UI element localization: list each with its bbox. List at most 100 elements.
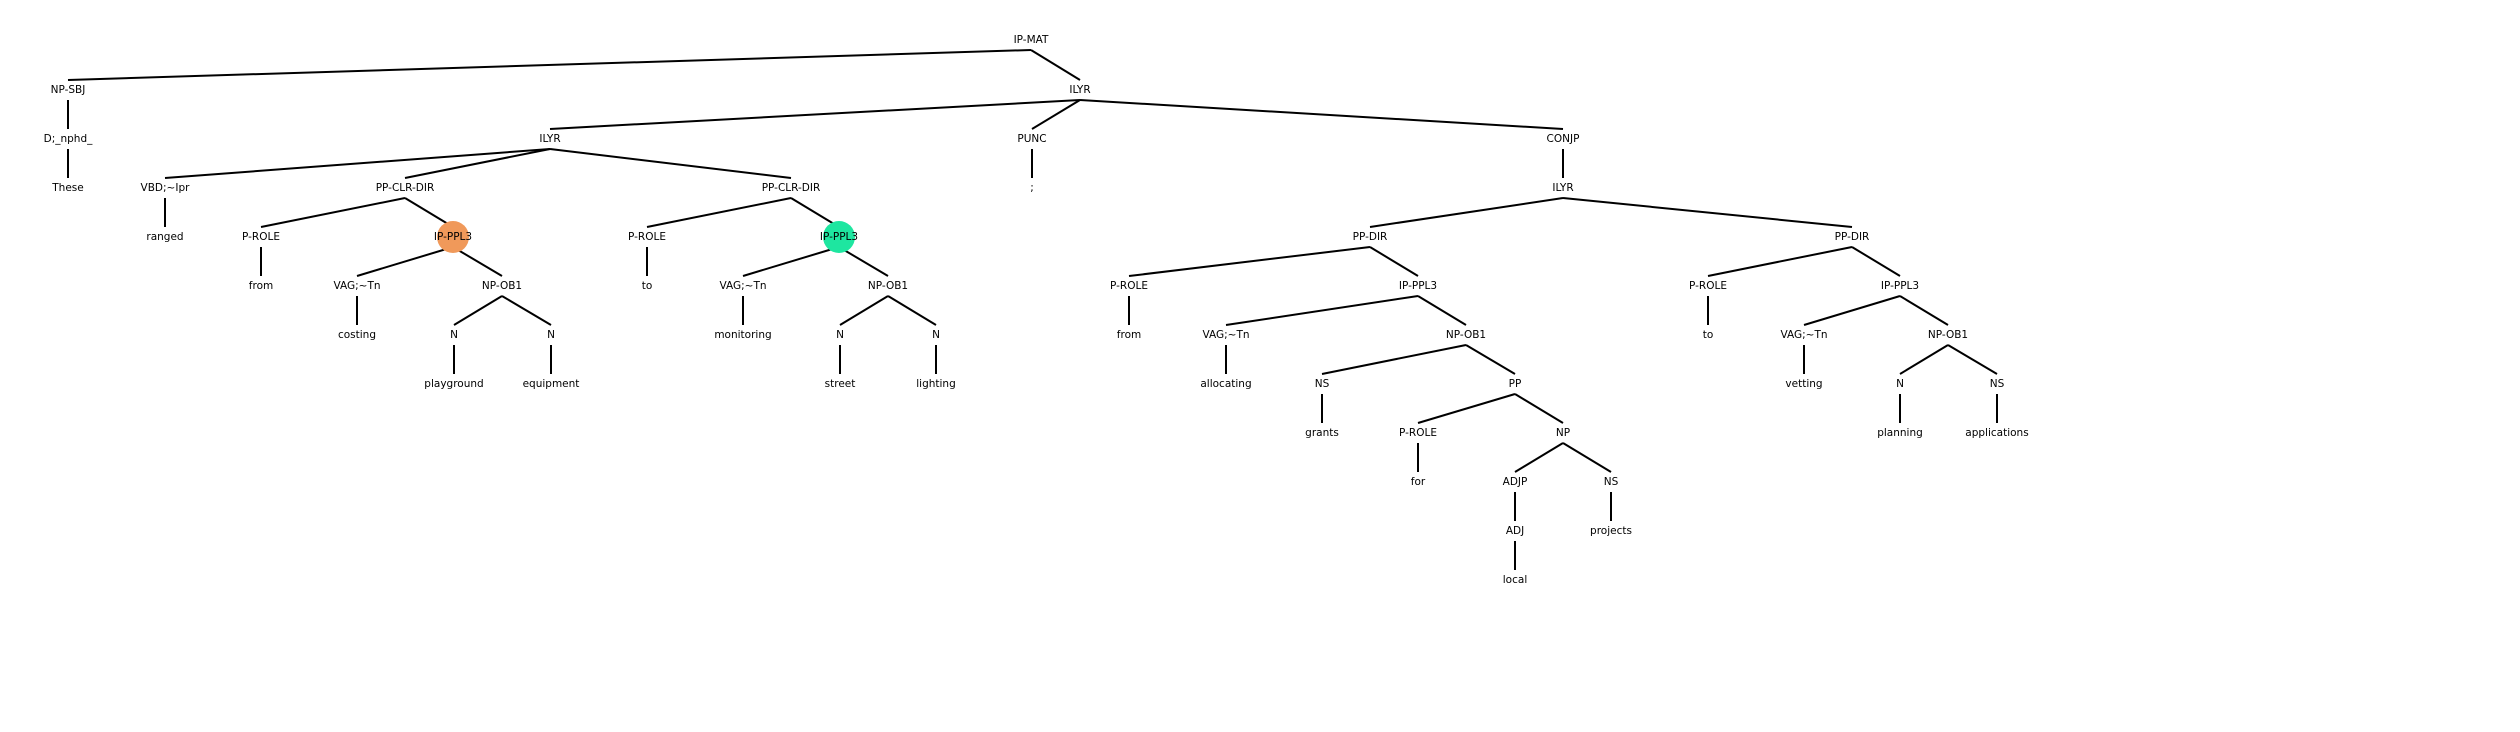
tree-edge [404, 197, 454, 228]
tree-node-ilyr: ILYR [1069, 84, 1090, 96]
tree-node-p-role: P-ROLE [242, 231, 280, 243]
tree-node-n: N [932, 329, 940, 341]
tree-node-punc: PUNC [1017, 133, 1046, 145]
tree-edge [790, 197, 840, 228]
tree-edge [646, 197, 792, 228]
tree-node-ns: NS [1604, 476, 1619, 488]
tree-node-adj: ADJ [1506, 525, 1524, 537]
tree-node-np-sbj: NP-SBJ [51, 84, 86, 96]
tree-node-from: from [249, 280, 273, 292]
tree-edge [839, 295, 889, 326]
tree-edge [404, 148, 551, 179]
tree-node-n: N [450, 329, 458, 341]
tree-node-ip-ppl3: IP-PPL3 [434, 231, 472, 243]
tree-node-planning: planning [1877, 427, 1923, 439]
tree-node-costing: costing [338, 329, 376, 341]
tree-node-ilyr: ILYR [539, 133, 560, 145]
tree-node-monitoring: monitoring [714, 329, 771, 341]
tree-node-n: N [836, 329, 844, 341]
tree-node-ns: NS [1315, 378, 1330, 390]
tree-node-ns: NS [1990, 378, 2005, 390]
tree-edge [1079, 99, 1564, 130]
tree-node-lighting: lighting [916, 378, 956, 390]
tree-node-applications: applications [1965, 427, 2028, 439]
tree-node-np-ob1: NP-OB1 [482, 280, 522, 292]
tree-edge [1031, 99, 1081, 130]
tree-node-vag-tn: VAG;~Tn [333, 280, 380, 292]
tree-node-vag-tn: VAG;~Tn [719, 280, 766, 292]
node-highlight-green [823, 221, 855, 253]
tree-node-vag-tn: VAG;~Tn [1202, 329, 1249, 341]
tree-node-conjp: CONJP [1547, 133, 1580, 145]
tree-edge [1803, 295, 1901, 326]
tree-edge [1899, 295, 1949, 326]
tree-edge [1514, 442, 1564, 473]
tree-edge [1369, 246, 1419, 277]
tree-edge [1707, 246, 1853, 277]
tree-edge [1562, 197, 1853, 228]
tree-node-n: N [547, 329, 555, 341]
tree-edge [549, 99, 1081, 130]
tree-edge [1465, 344, 1516, 375]
node-highlights [437, 221, 855, 253]
tree-edge [452, 246, 503, 277]
tree-node-punct: ; [1030, 182, 1034, 194]
node-highlight-orange [437, 221, 469, 253]
tree-edge [1851, 246, 1901, 277]
tree-edge [1947, 344, 1998, 375]
tree-node-n: N [1896, 378, 1904, 390]
tree-node-ip-ppl3: IP-PPL3 [1881, 280, 1919, 292]
tree-node-np-ob1: NP-OB1 [1446, 329, 1486, 341]
tree-node-pp-dir: PP-DIR [1353, 231, 1388, 243]
tree-edge [164, 148, 551, 179]
tree-edge [1417, 295, 1467, 326]
tree-node-from: from [1117, 329, 1141, 341]
tree-node-pp-clr-dir: PP-CLR-DIR [762, 182, 821, 194]
tree-edge [67, 49, 1032, 81]
tree-node-p-role: P-ROLE [1110, 280, 1148, 292]
tree-node-these: These [51, 182, 83, 194]
tree-node-np: NP [1556, 427, 1570, 439]
tree-node-playground: playground [424, 378, 483, 390]
tree-node-p-role: P-ROLE [1399, 427, 1437, 439]
tree-edge [1321, 344, 1467, 375]
tree-edge [1562, 442, 1612, 473]
tree-node-street: street [825, 378, 856, 390]
tree-node-vetting: vetting [1785, 378, 1822, 390]
tree-node-p-role: P-ROLE [1689, 280, 1727, 292]
tree-node-grants: grants [1305, 427, 1339, 439]
tree-edge [1417, 393, 1516, 424]
tree-edge [887, 295, 937, 326]
tree-edge [453, 295, 503, 326]
tree-edge [1899, 344, 1949, 375]
tree-node-d-nphd: D;_nphd_ [44, 133, 94, 145]
tree-node-to: to [642, 280, 653, 292]
tree-node-ip-ppl3: IP-PPL3 [820, 231, 858, 243]
tree-node-ip-mat: IP-MAT [1014, 34, 1049, 46]
tree-node-pp: PP [1509, 378, 1522, 390]
tree-edge [1369, 197, 1564, 228]
tree-edge [838, 246, 889, 277]
tree-edge [1128, 246, 1371, 277]
tree-edge [549, 148, 792, 179]
tree-node-to: to [1703, 329, 1714, 341]
tree-node-projects: projects [1590, 525, 1632, 537]
tree-node-pp-clr-dir: PP-CLR-DIR [376, 182, 435, 194]
tree-node-local: local [1503, 574, 1527, 586]
tree-node-allocating: allocating [1200, 378, 1251, 390]
tree-node-for: for [1411, 476, 1426, 488]
tree-node-pp-dir: PP-DIR [1835, 231, 1870, 243]
tree-node-p-role: P-ROLE [628, 231, 666, 243]
tree-node-equipment: equipment [523, 378, 580, 390]
tree-node-np-ob1: NP-OB1 [868, 280, 908, 292]
tree-edge [1030, 49, 1081, 81]
tree-node-vag-tn: VAG;~Tn [1780, 329, 1827, 341]
tree-edge [501, 295, 552, 326]
tree-node-np-ob1: NP-OB1 [1928, 329, 1968, 341]
tree-node-adjp: ADJP [1503, 476, 1528, 488]
tree-node-vbd-ipr: VBD;~Ipr [141, 182, 191, 194]
tree-edge [1514, 393, 1564, 424]
tree-edge [260, 197, 406, 228]
tree-edge [742, 246, 840, 277]
